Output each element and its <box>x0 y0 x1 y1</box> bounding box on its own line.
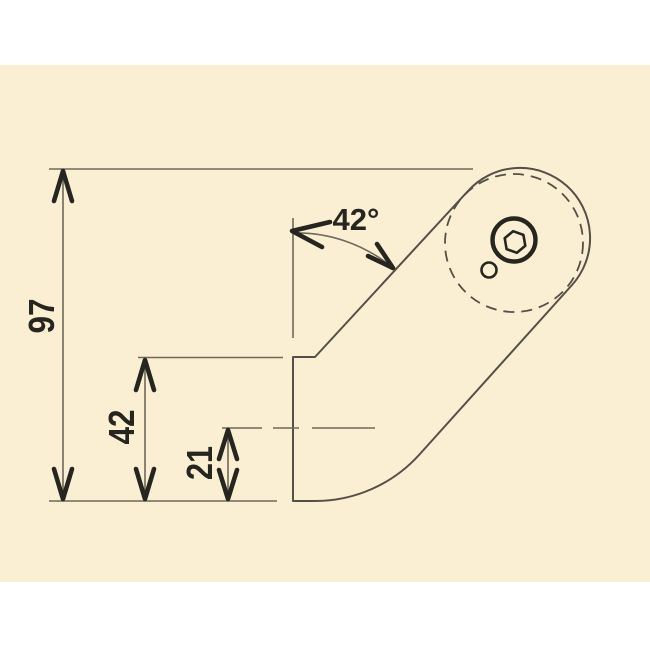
arrow-left-icon <box>289 219 333 250</box>
arrow-up-icon <box>216 427 240 462</box>
dimension-42-label: 42 <box>101 410 142 445</box>
arrow-down-icon <box>51 466 75 502</box>
dimension-97: 97 <box>21 168 75 502</box>
drawing-panel-background <box>0 65 650 582</box>
dimension-21: 21 <box>179 427 240 502</box>
dimension-97-label: 97 <box>21 299 62 334</box>
dimension-21-label: 21 <box>179 446 220 480</box>
arrow-up-icon <box>133 357 157 393</box>
angle-arc <box>291 232 394 269</box>
bracket-outline <box>292 166 592 502</box>
hex-socket-icon <box>503 229 527 255</box>
tube-dashed-circle <box>444 173 584 313</box>
dimension-angle-42: 42° <box>289 202 396 271</box>
pin-hole-circle <box>480 261 498 279</box>
arrow-down-right-icon <box>365 241 396 271</box>
arrow-down-icon <box>133 466 157 502</box>
arrow-up-icon <box>51 168 75 204</box>
arrow-down-icon <box>216 467 240 502</box>
angle-label: 42° <box>333 202 380 237</box>
bolt-head-circle <box>490 216 538 264</box>
dimension-42: 42 <box>101 357 157 502</box>
